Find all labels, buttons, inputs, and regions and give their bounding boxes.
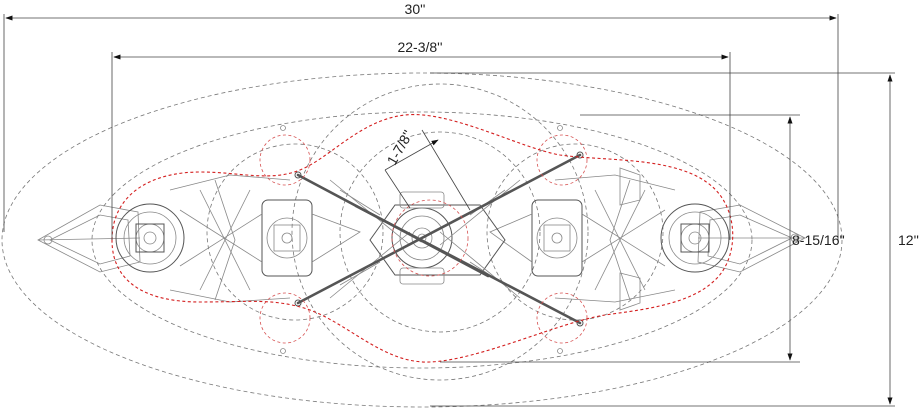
left-inner-motor-module [261,199,313,277]
construction-geometry [1,72,843,408]
right-gripper [697,204,806,273]
central-hub [329,179,521,299]
inner-sweep-ellipse [91,111,753,369]
left-gripper [37,204,141,273]
frame-length-label: 22-3/8'' [397,39,442,55]
dimension-annotations: 30'' 22-3/8'' 1-7/8'' 8-15/16'' 12'' [3,1,919,407]
hub-offset-label: 1-7/8'' [383,127,415,167]
left-leg-sweep-circle [206,143,384,321]
hub-offset-dimension-line [384,139,439,171]
arm-span-label: 8-15/16'' [792,232,845,248]
right-leg-sweep-circle [486,143,664,321]
hub-sweep-circle [291,83,589,381]
construction-ticks [280,125,563,354]
left-motor-module [115,203,185,273]
reach-circles [259,134,588,344]
right-inner-motor-module [531,199,583,277]
envelope-outline [111,114,734,363]
overall-width-label: 12'' [898,232,919,248]
right-motor-module [660,203,730,273]
chassis [37,167,806,311]
center-sweep-circle [339,131,541,333]
outer-sweep-ellipse [1,72,843,408]
cross-arms [294,151,584,327]
overall-length-label: 30'' [405,1,426,17]
